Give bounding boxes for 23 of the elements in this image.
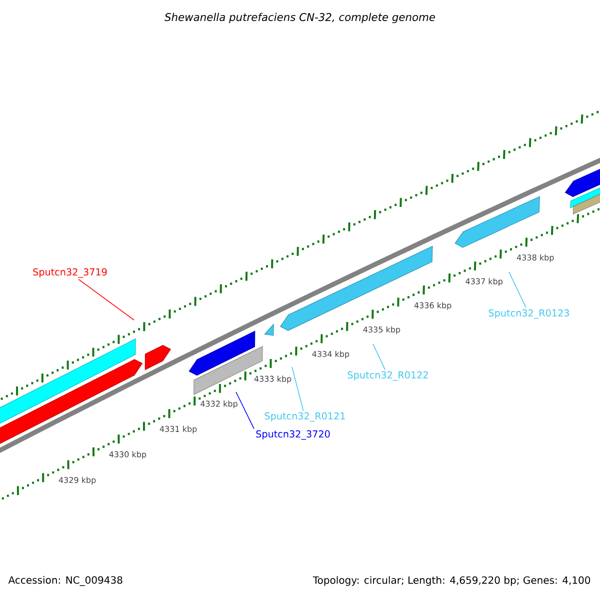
gene-label: Sputcn32_R0122 bbox=[348, 371, 428, 381]
tick-label: 4333 kbp bbox=[254, 376, 292, 384]
tick-label: 4331 kbp bbox=[160, 426, 197, 434]
gene-label: Sputcn32_R0121 bbox=[264, 412, 345, 422]
genome-info-text: Topology: circular; Length: 4,659,220 bp; Genes: 4,100 bbox=[312, 576, 590, 586]
tick-label: 4336 kbp bbox=[414, 302, 452, 310]
tick-label: 4329 kbp bbox=[58, 476, 96, 485]
leader-line bbox=[236, 392, 254, 430]
accession-text: Accession: NC_009438 bbox=[8, 576, 122, 586]
title: Shewanella putrefaciens CN-32, complete genome bbox=[164, 12, 436, 24]
gene-label: Sputcn32_3720 bbox=[256, 430, 330, 440]
tick-label: 4335 kbp bbox=[363, 326, 400, 334]
tick-label: 4334 kbp bbox=[312, 350, 350, 359]
leader-line bbox=[508, 272, 526, 308]
gene-label: Sputcn32_3719 bbox=[33, 268, 107, 278]
tick-label: 4337 kbp bbox=[466, 278, 502, 286]
tick-label: 4330 kbp bbox=[109, 451, 146, 459]
leader-line bbox=[78, 278, 134, 320]
leader-line bbox=[372, 344, 386, 370]
tick-label: 4338 kbp bbox=[516, 254, 554, 262]
leader-line bbox=[292, 366, 304, 412]
gene-label: Sputcn32_R0123 bbox=[488, 309, 569, 319]
tick-label: 4332 kbp bbox=[200, 400, 238, 408]
